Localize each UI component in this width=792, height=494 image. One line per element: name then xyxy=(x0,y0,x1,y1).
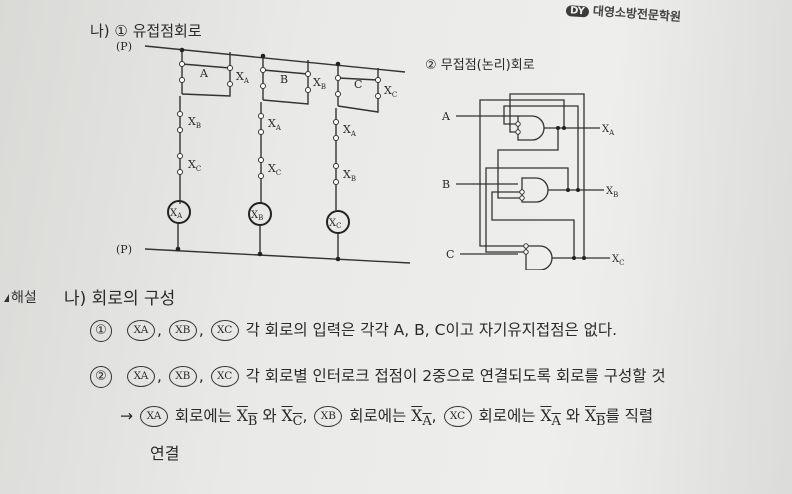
and-gate-c xyxy=(525,245,553,270)
bus-bottom-label: (P) xyxy=(116,243,132,256)
page-shadow xyxy=(620,0,792,494)
not-xb: XB xyxy=(584,407,606,430)
coil-text-xa: XA xyxy=(170,208,183,220)
logic-input-c: C xyxy=(446,248,454,261)
section-title: 나) ① 유접점회로 xyxy=(90,22,202,40)
separator: , xyxy=(156,321,162,339)
input-label-c: C xyxy=(354,78,362,91)
and-gate-b xyxy=(521,177,549,203)
coil-xc xyxy=(326,210,350,234)
number-badge-2: ② xyxy=(90,365,112,388)
interlock-label-3-xa: XA xyxy=(343,123,357,138)
logic-output-xb: XB xyxy=(606,186,618,199)
and-gate-a xyxy=(517,115,545,141)
label-xa: XA xyxy=(139,406,168,427)
top-bus-line xyxy=(144,45,406,73)
label-xa: XA xyxy=(126,366,155,387)
separator: , xyxy=(431,407,437,425)
answer-line-1: ① XA, XB, XC 각 회로의 입력은 각각 A, B, C이고 자기유지… xyxy=(90,318,617,342)
logic-output-xa: XA xyxy=(602,124,615,137)
interlock-label-2-xa: XA xyxy=(268,117,282,132)
input-label-b: B xyxy=(280,73,288,86)
relay-circuit-diagram: (P) (P) A B C XA XB XC XB XA XA XC XC XB… xyxy=(116,40,411,264)
not-xa: XA xyxy=(540,407,561,430)
answer-line-2-text: 각 회로별 인터로크 접점이 2중으로 연결되도록 회로를 구성할 것 xyxy=(245,367,666,385)
answer-title: 나) 회로의 구성 xyxy=(64,289,176,309)
not-xa: XA xyxy=(411,407,432,430)
coil-text-xb: XB xyxy=(251,210,263,222)
label-xb: XB xyxy=(314,406,343,427)
not-xc: XC xyxy=(281,407,303,430)
logic-title: ② 무접점(논리)회로 xyxy=(425,58,535,73)
triangle-icon xyxy=(4,294,9,302)
label-xc: XC xyxy=(443,406,472,427)
coil-xa xyxy=(167,200,191,224)
bottom-bus-line xyxy=(144,248,411,264)
answer-line-2: ② XA, XB, XC 각 회로별 인터로크 접점이 2중으로 연결되도록 회… xyxy=(90,364,666,388)
circuit-text: 회로에는 xyxy=(174,407,232,425)
aux-label-xa: XA xyxy=(236,70,250,85)
separator: , xyxy=(302,407,308,425)
arrow-icon: → xyxy=(120,407,133,425)
and-text: 와 xyxy=(565,407,581,425)
answer-line-4: 연결 xyxy=(150,444,180,463)
and-text: 와 xyxy=(262,407,277,425)
label-xc: XC xyxy=(210,366,239,387)
brand-badge: DY xyxy=(565,4,590,18)
logic-input-a: A xyxy=(441,110,451,123)
label-xa: XA xyxy=(126,320,155,341)
coil-xb xyxy=(248,202,272,226)
separator: , xyxy=(198,321,204,339)
brand-name: 대영소방전문학원 xyxy=(592,3,682,24)
aux-label-xc: XC xyxy=(384,84,397,99)
logic-input-b: B xyxy=(442,178,450,191)
interlock-label-2-xc: XC xyxy=(268,162,281,177)
input-label-a: A xyxy=(199,67,209,80)
bus-top-label: (P) xyxy=(116,40,132,53)
number-badge-1: ① xyxy=(90,319,112,342)
coil-text-xc: XC xyxy=(329,218,341,230)
label-xc: XC xyxy=(210,320,239,341)
label-xb: XB xyxy=(168,366,197,387)
explanation-label: 해설 xyxy=(11,290,37,306)
series-text: 를 직렬 xyxy=(605,407,654,425)
separator: , xyxy=(156,367,162,385)
label-xb: XB xyxy=(168,320,197,341)
explanation-mark: 해설 xyxy=(4,287,37,307)
logic-circuit-diagram: A B C XA XB XC xyxy=(441,93,624,270)
separator: , xyxy=(198,367,204,385)
interlock-label-1-xc: XC xyxy=(188,158,201,173)
circuit-text: 회로에는 xyxy=(478,407,536,425)
circuit-text: 회로에는 xyxy=(349,407,407,425)
interlock-label-3-xb: XB xyxy=(343,168,356,183)
not-xb: XB xyxy=(236,407,258,430)
answer-line-3: → XA 회로에는 XB 와 XC, XB 회로에는 XA, XC 회로에는 X… xyxy=(120,404,653,429)
aux-label-xb: XB xyxy=(313,76,326,91)
interlock-label-1-xb: XB xyxy=(188,115,201,130)
logic-output-xc: XC xyxy=(612,254,624,267)
answer-line-1-text: 각 회로의 입력은 각각 A, B, C이고 자기유지접점은 없다. xyxy=(245,321,618,339)
